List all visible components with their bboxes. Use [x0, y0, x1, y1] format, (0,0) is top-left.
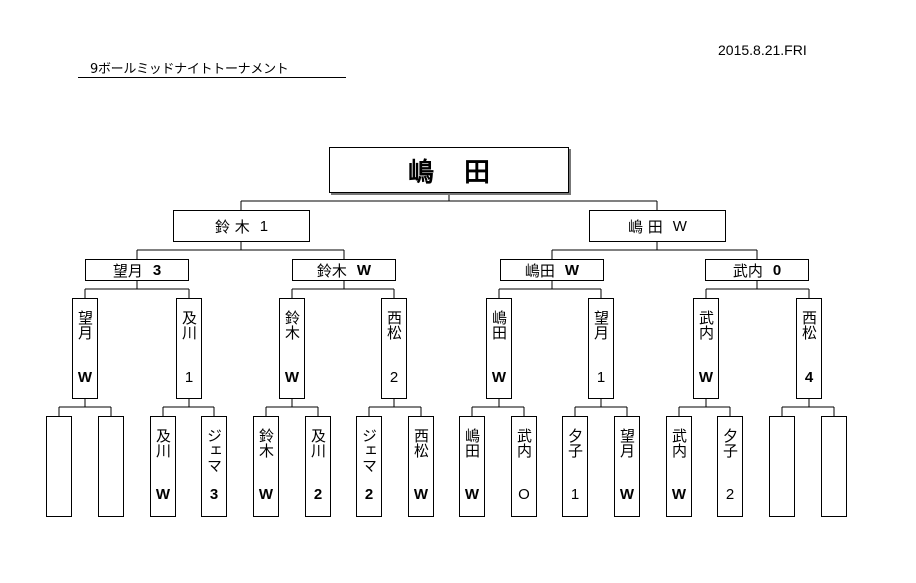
round32-box-13: 武内 W	[666, 416, 692, 517]
match-result: 1	[184, 369, 194, 386]
player-name: 及川	[180, 310, 198, 340]
match-result: 3	[209, 486, 219, 503]
match-result: 0	[772, 261, 782, 279]
player-name: ジェマ	[360, 428, 378, 473]
player-name: 望月	[76, 310, 94, 340]
quarterfinal-box-3: 嶋田 W	[500, 259, 604, 281]
player-name: 嶋田	[463, 428, 481, 458]
title-underline	[78, 77, 346, 78]
match-result: O	[518, 486, 530, 503]
round16-box-7: 武内 W	[693, 298, 719, 399]
round16-box-8: 西松 4	[796, 298, 822, 399]
player-name: 鈴木	[283, 310, 301, 340]
round16-box-2: 及川 1	[176, 298, 202, 399]
round16-box-3: 鈴木 W	[279, 298, 305, 399]
match-result: W	[464, 486, 480, 503]
match-result: W	[413, 486, 429, 503]
match-result: W	[258, 486, 274, 503]
player-name: 夕子	[721, 428, 739, 458]
round32-box-10: 武内 O	[511, 416, 537, 517]
match-result: 2	[313, 486, 323, 503]
round32-box-15	[769, 416, 795, 517]
match-result: 3	[152, 261, 162, 279]
match-result: W	[619, 486, 635, 503]
match-result: 2	[364, 486, 374, 503]
round32-box-16	[821, 416, 847, 517]
match-result: 1	[596, 369, 606, 386]
round16-box-1: 望月 W	[72, 298, 98, 399]
match-result: W	[284, 369, 300, 386]
quarterfinal-box-4: 武内 0	[705, 259, 809, 281]
match-result: W	[698, 369, 714, 386]
player-name: 鈴 木	[214, 217, 250, 236]
player-name: 及川	[154, 428, 172, 458]
match-result: 1	[570, 486, 580, 503]
champion-box: 嶋田	[329, 147, 569, 193]
match-result: W	[155, 486, 171, 503]
match-result: 4	[804, 369, 814, 386]
match-result: 2	[389, 369, 399, 386]
player-name: 望月	[618, 428, 636, 458]
round32-box-14: 夕子 2	[717, 416, 743, 517]
match-result: W	[491, 369, 507, 386]
player-name: 西松	[385, 310, 403, 340]
player-name: 望月	[592, 310, 610, 340]
player-name: 武内	[732, 261, 763, 280]
player-name: 武内	[670, 428, 688, 458]
round32-box-4: ジェマ 3	[201, 416, 227, 517]
player-name: 及川	[309, 428, 327, 458]
semifinal-left-box: 鈴 木 1	[173, 210, 310, 242]
round32-box-8: 西松 W	[408, 416, 434, 517]
match-result: 1	[259, 217, 269, 235]
tournament-date: 2015.8.21.FRI	[718, 42, 807, 58]
player-name: 西松	[800, 310, 818, 340]
round32-box-3: 及川 W	[150, 416, 176, 517]
player-name: 鈴木	[316, 261, 347, 280]
round32-box-11: 夕子 1	[562, 416, 588, 517]
tournament-title: 9ボールミッドナイトトーナメント	[90, 62, 289, 77]
round16-box-4: 西松 2	[381, 298, 407, 399]
player-name: 嶋田	[490, 310, 508, 340]
round16-box-5: 嶋田 W	[486, 298, 512, 399]
player-name: 武内	[697, 310, 715, 340]
player-name: 鈴木	[257, 428, 275, 458]
semifinal-right-box: 嶋 田 W	[589, 210, 726, 242]
player-name: 西松	[412, 428, 430, 458]
match-result: W	[672, 217, 687, 235]
match-result: W	[671, 486, 687, 503]
round32-box-7: ジェマ 2	[356, 416, 382, 517]
match-result: W	[77, 369, 93, 386]
quarterfinal-box-2: 鈴木 W	[292, 259, 396, 281]
round32-box-12: 望月 W	[614, 416, 640, 517]
player-name: 望月	[112, 261, 143, 280]
quarterfinal-box-1: 望月 3	[85, 259, 189, 281]
player-name: 嶋 田	[628, 217, 663, 236]
round32-box-2	[98, 416, 124, 517]
player-name: ジェマ	[205, 428, 223, 473]
round32-box-5: 鈴木 W	[253, 416, 279, 517]
round32-box-1	[46, 416, 72, 517]
player-name: 夕子	[566, 428, 584, 458]
round16-box-6: 望月 1	[588, 298, 614, 399]
player-name: 嶋田	[524, 261, 555, 280]
round32-box-6: 及川 2	[305, 416, 331, 517]
player-name: 武内	[515, 428, 533, 458]
match-result: W	[564, 261, 580, 279]
match-result: 2	[725, 486, 735, 503]
match-result: W	[356, 261, 372, 279]
round32-box-9: 嶋田 W	[459, 416, 485, 517]
